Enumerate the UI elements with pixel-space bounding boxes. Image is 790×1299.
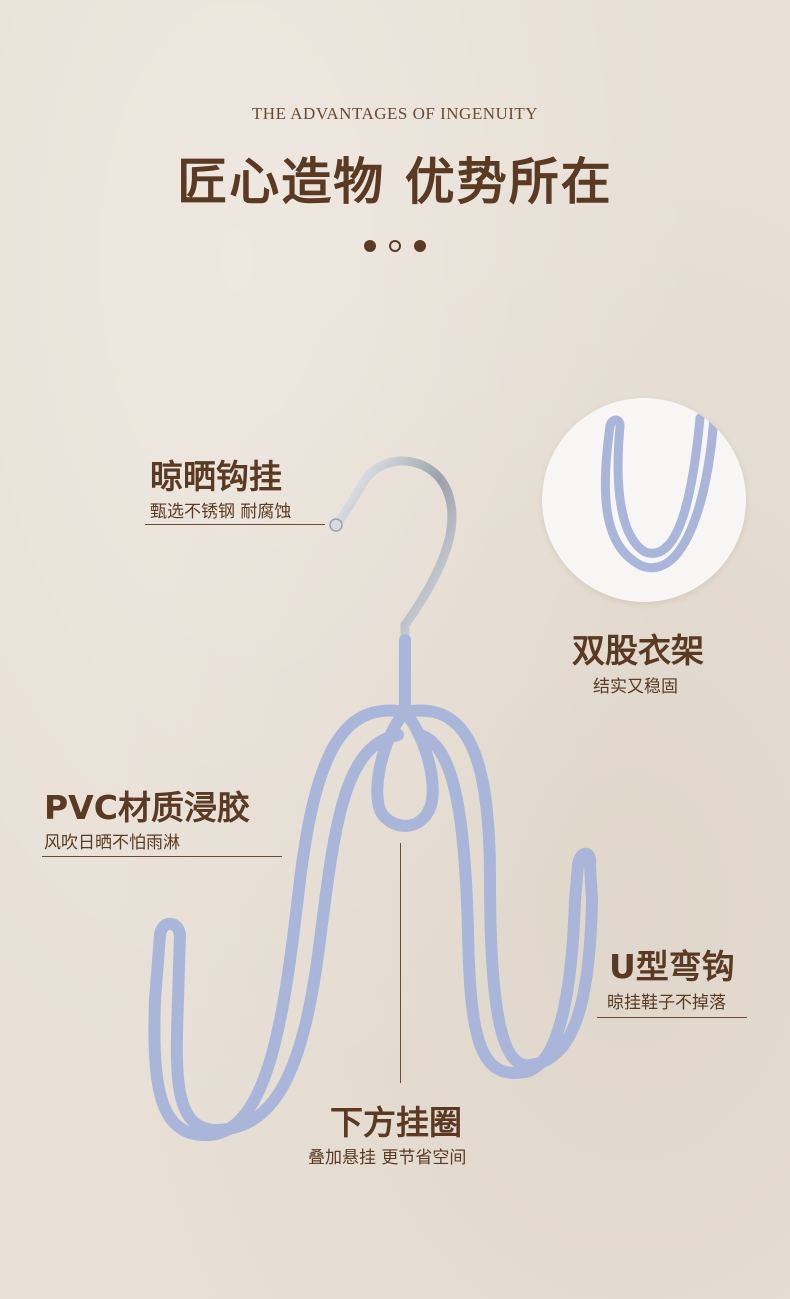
feature-pvc-subtitle: 风吹日晒不怕雨淋 <box>44 833 180 853</box>
feature-pvc-title: PVC材质浸胶 <box>44 788 250 827</box>
hook-tip-ball <box>329 518 343 532</box>
feature-double-subtitle: 结实又稳固 <box>593 677 678 697</box>
feature-hook-title: 晾晒钩挂 <box>150 457 282 496</box>
feature-pvc-line <box>42 856 282 857</box>
double-wire-detail-image <box>542 398 746 602</box>
decorative-dots <box>362 239 428 253</box>
dot-filled-icon <box>414 240 426 252</box>
feature-double-title: 双股衣架 <box>572 631 704 670</box>
feature-loop-title: 下方挂圈 <box>330 1103 462 1142</box>
feature-u-hook-line <box>597 1017 747 1018</box>
feature-loop-line <box>400 843 401 1083</box>
feature-u-hook-title: U型弯钩 <box>609 947 735 986</box>
steel-hook-icon <box>333 456 457 645</box>
feature-loop-subtitle: 叠加悬挂 更节省空间 <box>308 1148 467 1168</box>
header-title: 匠心造物 优势所在 <box>177 152 613 211</box>
feature-u-hook-subtitle: 晾挂鞋子不掉落 <box>607 993 726 1013</box>
dot-filled-icon <box>364 240 376 252</box>
feature-hook-subtitle: 甄选不锈钢 耐腐蚀 <box>150 502 292 522</box>
header-subtitle: THE ADVANTAGES OF INGENUITY <box>251 104 539 123</box>
dot-outline-icon <box>389 240 401 252</box>
feature-hook-line <box>145 524 325 525</box>
